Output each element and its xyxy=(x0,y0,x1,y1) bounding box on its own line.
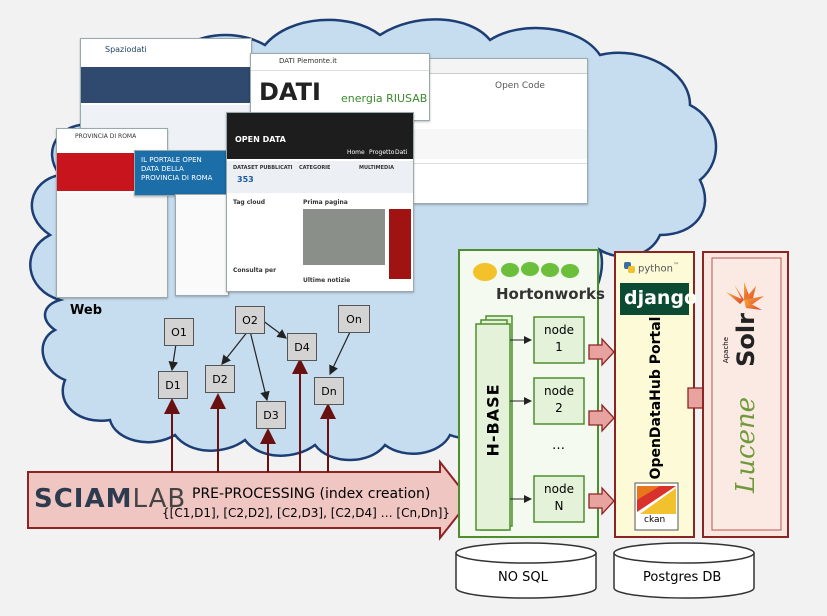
django-logo-badge xyxy=(620,283,689,315)
web-label: Web xyxy=(70,303,102,318)
sciamlab-logo-right: LAB xyxy=(132,484,187,514)
hadoop-node-1: node 1 xyxy=(534,322,584,356)
opendata-side-strip xyxy=(389,209,411,279)
ckan-logo-icon xyxy=(634,482,679,531)
node-o2: O2 xyxy=(235,306,265,334)
node-d3: D3 xyxy=(256,401,286,429)
node-n-num: N xyxy=(554,499,564,513)
node-dn: Dn xyxy=(314,377,344,405)
hadoop-panel xyxy=(458,249,599,538)
hortonworks-brand: Hortonworks xyxy=(496,285,605,303)
opendata-dataset-count: 353 xyxy=(237,175,254,184)
ckan-label: ckan xyxy=(644,515,666,525)
node-ellipsis: … xyxy=(552,438,565,453)
opendata-tag-cloud-heading: Tag cloud xyxy=(233,199,266,206)
node-d4-label: D4 xyxy=(294,340,310,354)
python-tm: ™ xyxy=(672,262,679,269)
node-o1: O1 xyxy=(164,318,194,346)
site-brand-label: Spaziodati xyxy=(105,45,147,54)
node-o1-label: O1 xyxy=(171,325,187,339)
opendata-box-dataset: DATASET PUBBLICATI xyxy=(233,165,293,171)
node-2-num: 2 xyxy=(555,401,563,415)
node-d1: D1 xyxy=(158,371,188,399)
site-screenshot-roma-lower xyxy=(175,194,229,296)
postgres-database xyxy=(613,542,755,599)
django-label: django xyxy=(624,287,698,309)
opendata-box-multimedia: MULTIMEDIA xyxy=(359,165,394,171)
python-word: python xyxy=(638,263,673,275)
node-d1-label: D1 xyxy=(165,378,181,392)
lucene-label: Lucene xyxy=(731,396,761,494)
solr-label: Solr xyxy=(732,313,760,367)
opendata-prima-pagina-heading: Prima pagina xyxy=(303,199,348,206)
node-d2-label: D2 xyxy=(212,372,228,386)
opencode-title: Open Code xyxy=(495,81,545,91)
node-d4: D4 xyxy=(287,333,317,361)
hadoop-node-n: node N xyxy=(534,481,584,515)
node-1-num: 1 xyxy=(555,340,563,354)
opendata-news-heading: Ultime notizie xyxy=(303,277,351,284)
node-d3-label: D3 xyxy=(263,408,279,422)
nosql-database xyxy=(455,542,597,599)
graph-edges xyxy=(168,319,351,402)
node-2-word: node xyxy=(544,384,574,398)
python-logo-icon xyxy=(624,262,635,273)
site-screenshot-dati-piemonte: DATI Piemonte.it DATI energia RIUSAB xyxy=(250,53,430,121)
preprocessing-arrow xyxy=(27,459,472,541)
node-1-word: node xyxy=(544,323,574,337)
postgres-label: Postgres DB xyxy=(643,570,722,585)
node-on-label: On xyxy=(346,312,362,326)
index-arrows xyxy=(164,358,336,472)
python-label: python™ xyxy=(638,262,679,274)
dati-header-label: DATI Piemonte.it xyxy=(279,57,337,65)
opendata-nav-progetto: Progetto xyxy=(369,149,395,156)
opendata-nav-home: Home xyxy=(347,149,365,156)
roma-brand: PROVINCIA DI ROMA xyxy=(75,133,137,140)
opendata-title: OPEN DATA xyxy=(235,135,286,144)
opendata-consulta-heading: Consulta per xyxy=(233,267,277,274)
sciamlab-logo-left: SCIAM xyxy=(34,484,133,514)
dati-subtitle: energia RIUSAB xyxy=(341,92,428,105)
preprocessing-title: PRE-PROCESSING (index creation) xyxy=(192,486,431,502)
opendata-nav-dati: Dati xyxy=(395,149,408,156)
node-dn-label: Dn xyxy=(321,384,337,398)
hadoop-node-2: node 2 xyxy=(534,383,584,417)
roma-banner-text: IL PORTALE OPEN DATA DELLA PROVINCIA DI … xyxy=(141,156,213,182)
nosql-label: NO SQL xyxy=(498,570,548,585)
solr-logo-icon xyxy=(726,282,764,310)
solr-panel xyxy=(702,251,789,538)
site-screenshot-opendata: OPEN DATA Home Progetto Dati DATASET PUB… xyxy=(226,112,414,292)
sciamlab-logo: SCIAMLAB xyxy=(34,484,186,514)
preprocessing-pairs: {[C1,D1], [C2,D2], [C2,D3], [C2,D4] … [C… xyxy=(162,506,451,520)
hadoop-to-portal-arrows xyxy=(588,337,615,516)
opendata-crowd-photo xyxy=(303,209,385,265)
portal-title: OpenDataHub Portal xyxy=(648,316,664,480)
apache-label: Apache xyxy=(722,336,730,364)
opendata-box-categorie: CATEGORIE xyxy=(299,165,331,171)
dati-title: DATI xyxy=(259,78,321,106)
node-d2: D2 xyxy=(205,365,235,393)
hbase-label: H-BASE xyxy=(483,383,503,457)
site-banner-roma: IL PORTALE OPEN DATA DELLA PROVINCIA DI … xyxy=(134,150,228,196)
node-n-word: node xyxy=(544,482,574,496)
site-screenshot-opencode: Open Code xyxy=(404,58,588,204)
node-o2-label: O2 xyxy=(242,313,258,327)
node-on: On xyxy=(338,305,370,333)
hortonworks-elephants-icon xyxy=(473,262,579,281)
